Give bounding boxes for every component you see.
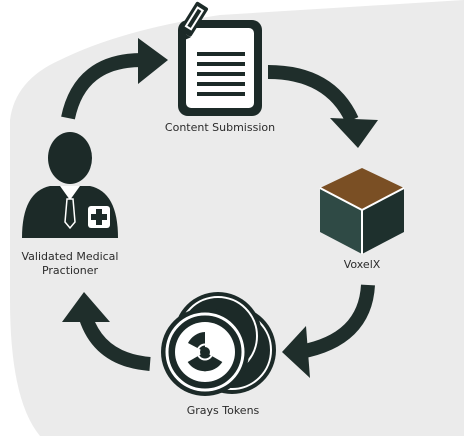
arrowhead-4 [62,292,110,322]
voxelx-label: VoxelX [343,258,381,271]
arrowhead-2 [330,118,378,148]
document-edit-icon [178,1,262,116]
medical-practitioner-label-line1: Validated Medical [21,250,119,263]
cycle-arrows [61,53,375,371]
doctor-icon [22,132,118,238]
arrow-submission-to-voxelx [267,65,359,124]
cube-icon [319,168,405,254]
arrow-tokens-to-practitioner [79,315,151,371]
content-submission-label: Content Submission [164,121,276,134]
radiation-coins-icon [161,292,276,396]
medical-practitioner-label-line2: Practioner [41,264,99,277]
arrowhead-3 [282,326,310,378]
grays-tokens-label: Grays Tokens [186,404,260,417]
arrow-practitioner-to-submission [61,53,143,120]
arrow-voxelx-to-tokens [298,284,375,359]
arrowhead-1 [138,38,168,84]
